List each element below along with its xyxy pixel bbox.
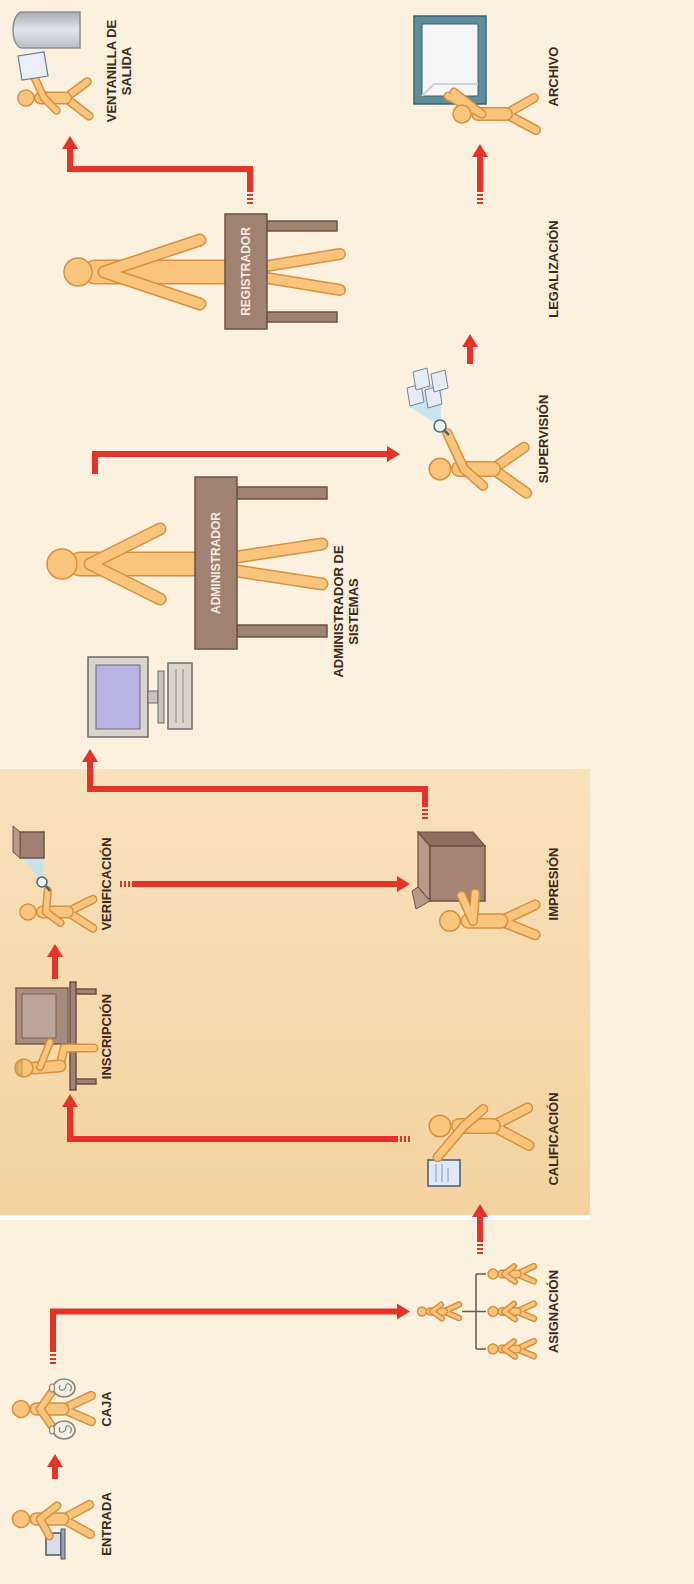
process-step: VERIFICACIÓN bbox=[8, 824, 120, 944]
process-step: CALIFICACIÓN bbox=[410, 1074, 567, 1204]
arrow-tail-dash bbox=[50, 1358, 56, 1360]
flow-arrow bbox=[47, 1454, 63, 1479]
step-label: INSCRIPCIÓN bbox=[100, 979, 115, 1094]
step-label: ARCHIVO bbox=[547, 9, 562, 144]
process-step: IMPRESIÓN bbox=[410, 819, 567, 949]
arrow-tail-dash bbox=[408, 1136, 410, 1142]
arrow-line bbox=[52, 1467, 58, 1479]
arrow-tail-dash bbox=[400, 1136, 402, 1142]
step-illustration bbox=[410, 819, 545, 949]
flow-arrow bbox=[472, 1204, 488, 1254]
arrow-tail-dash bbox=[120, 881, 122, 887]
flow-arrow bbox=[120, 876, 410, 892]
arrow-tail-dash bbox=[124, 881, 126, 887]
arrow-head bbox=[472, 1204, 488, 1217]
arrow-head bbox=[397, 876, 410, 892]
step-label: ASIGNACIÓN bbox=[547, 1254, 562, 1369]
arrow-head bbox=[47, 1454, 63, 1467]
arrow-tail-dash bbox=[422, 817, 428, 819]
step-label: VENTANILLA DE SALIDA bbox=[105, 6, 135, 136]
step-illustration bbox=[8, 824, 98, 944]
arrow-line bbox=[477, 1217, 483, 1242]
flow-arrow bbox=[53, 1304, 410, 1365]
arrow-tail-dash bbox=[477, 202, 483, 204]
arrow-tail-dash bbox=[50, 1362, 56, 1364]
arrow-head bbox=[62, 136, 78, 149]
flow-arrow bbox=[62, 1094, 410, 1139]
flow-arrow bbox=[82, 749, 425, 819]
step-illustration bbox=[410, 9, 545, 144]
process-step: LEGALIZACIÓN bbox=[40, 204, 567, 334]
step-label: IMPRESIÓN bbox=[547, 819, 562, 949]
arrow-line bbox=[477, 157, 483, 192]
step-label: CAJA bbox=[100, 1364, 115, 1454]
process-step: VENTANILLA DE SALIDA bbox=[8, 6, 140, 136]
arrow-tail-dash bbox=[477, 198, 483, 200]
step-illustration bbox=[8, 1364, 98, 1454]
arrow-tail-dash bbox=[128, 881, 130, 887]
desk-label: REGISTRADOR bbox=[225, 214, 267, 329]
arrow-head bbox=[82, 749, 98, 762]
process-band bbox=[0, 769, 590, 1215]
flow-arrow bbox=[47, 944, 63, 979]
step-label: SUPERVISIÓN bbox=[537, 364, 552, 514]
step-illustration bbox=[10, 474, 330, 749]
step-illustration bbox=[410, 1254, 545, 1369]
arrow-line bbox=[467, 347, 473, 364]
flow-arrow bbox=[62, 136, 250, 204]
arrow-tail-dash bbox=[422, 813, 428, 815]
arrow-line bbox=[70, 149, 250, 192]
arrow-tail-dash bbox=[247, 202, 253, 204]
arrow-line bbox=[95, 454, 387, 474]
arrow-line bbox=[132, 881, 397, 887]
step-label: CALIFICACIÓN bbox=[547, 1074, 562, 1204]
step-illustration bbox=[410, 1074, 545, 1204]
arrow-tail-dash bbox=[247, 194, 253, 196]
step-label: ADMINISTRADOR DE SISTEMAS bbox=[332, 544, 362, 679]
arrow-line bbox=[70, 1107, 398, 1139]
arrow-tail-dash bbox=[50, 1354, 56, 1356]
step-illustration bbox=[8, 979, 98, 1094]
arrow-line bbox=[90, 762, 425, 807]
step-label: ENTRADA bbox=[100, 1479, 115, 1569]
step-illustration bbox=[8, 1479, 98, 1569]
flow-arrow bbox=[462, 334, 478, 364]
arrow-tail-dash bbox=[477, 194, 483, 196]
arrow-tail-dash bbox=[477, 1248, 483, 1250]
arrow-head bbox=[62, 1094, 78, 1107]
process-step: ADMINISTRADOR DE SISTEMAS bbox=[10, 474, 367, 749]
flow-arrow bbox=[472, 144, 488, 204]
arrow-tail-dash bbox=[404, 1136, 406, 1142]
process-step: ARCHIVO bbox=[410, 9, 567, 144]
arrow-head bbox=[397, 1304, 410, 1320]
step-illustration bbox=[400, 364, 535, 514]
arrow-tail-dash bbox=[247, 198, 253, 200]
process-step: CAJA bbox=[8, 1364, 120, 1454]
band-edge bbox=[0, 1216, 590, 1220]
process-step: INSCRIPCIÓN bbox=[8, 979, 120, 1094]
step-label: VERIFICACIÓN bbox=[100, 824, 115, 944]
step-label: LEGALIZACIÓN bbox=[547, 204, 562, 334]
desk-label: ADMINISTRADOR bbox=[195, 477, 237, 649]
arrow-line bbox=[52, 957, 58, 979]
step-illustration bbox=[40, 204, 545, 334]
arrow-head bbox=[387, 446, 400, 462]
arrow-tail-dash bbox=[477, 1244, 483, 1246]
flow-arrow bbox=[95, 446, 400, 474]
process-step: SUPERVISIÓN bbox=[400, 364, 557, 514]
arrow-tail-dash bbox=[422, 809, 428, 811]
arrow-head bbox=[47, 944, 63, 957]
arrow-head bbox=[462, 334, 478, 347]
arrow-tail-dash bbox=[477, 1252, 483, 1254]
process-step: ASIGNACIÓN bbox=[410, 1254, 567, 1369]
arrow-line bbox=[53, 1312, 397, 1353]
process-step: ENTRADA bbox=[8, 1479, 120, 1569]
arrow-head bbox=[472, 144, 488, 157]
step-illustration bbox=[8, 6, 103, 136]
